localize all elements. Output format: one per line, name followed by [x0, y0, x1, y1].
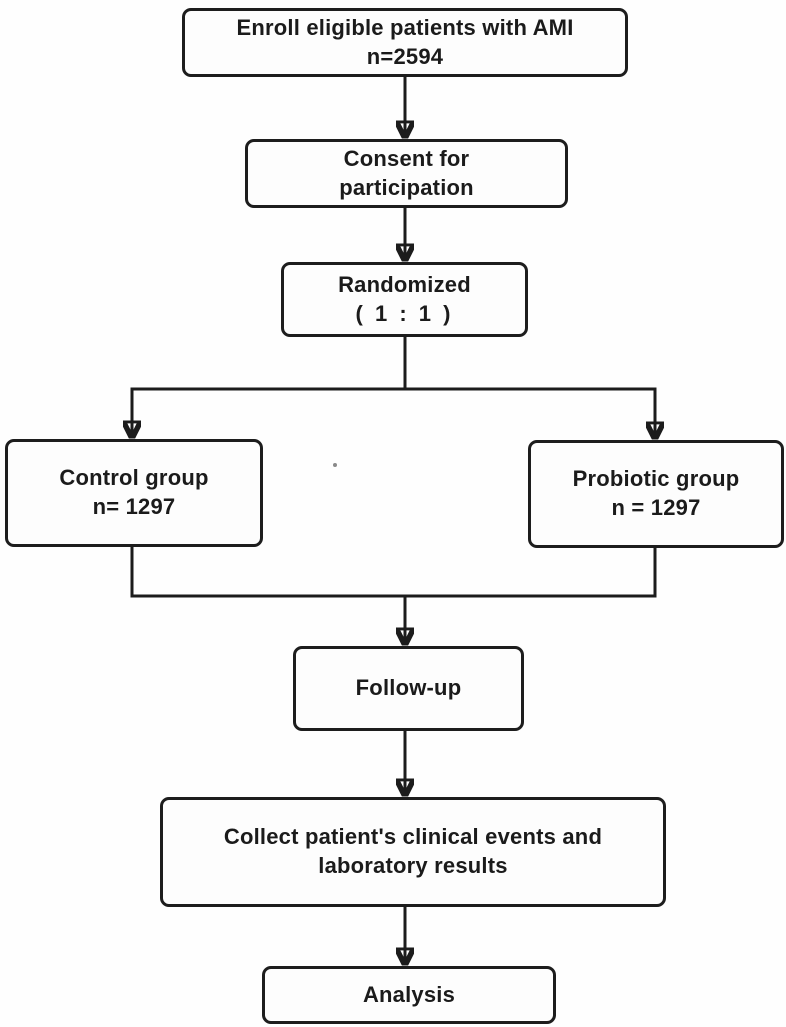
node-followup-line1: Follow-up — [355, 675, 462, 701]
node-enroll-line1: Enroll eligible patients with AMI — [236, 14, 574, 40]
node-analysis-line1: Analysis — [362, 981, 456, 1007]
node-enroll-patients: Enroll eligible patients with AMI n=2594 — [182, 8, 628, 77]
node-probiotic-group: Probiotic group n = 1297 — [528, 440, 784, 548]
node-analysis: Analysis — [262, 966, 556, 1024]
node-enroll-line2: n=2594 — [366, 43, 444, 69]
node-consent: Consent for participation — [245, 139, 568, 208]
node-randomized-ratio: ( 1 : 1 ) — [355, 300, 454, 326]
node-collect-line2: laboratory results — [318, 853, 508, 878]
node-probiotic-line2: n = 1297 — [611, 495, 701, 520]
node-control-group: Control group n= 1297 — [5, 439, 263, 547]
node-consent-line1: Consent for — [343, 145, 470, 171]
node-randomized-line1: Randomized — [338, 271, 471, 297]
node-consent-line2: participation — [339, 174, 474, 200]
node-collect-data: Collect patient's clinical events and la… — [160, 797, 666, 907]
node-randomized: Randomized ( 1 : 1 ) — [281, 262, 528, 337]
node-probiotic-line1: Probiotic group — [572, 466, 740, 492]
ink-speck — [333, 463, 337, 467]
node-collect-line1: Collect patient's clinical events and — [223, 824, 603, 850]
node-control-line1: Control group — [59, 465, 209, 491]
node-followup: Follow-up — [293, 646, 524, 731]
node-control-line2: n= 1297 — [92, 494, 176, 519]
